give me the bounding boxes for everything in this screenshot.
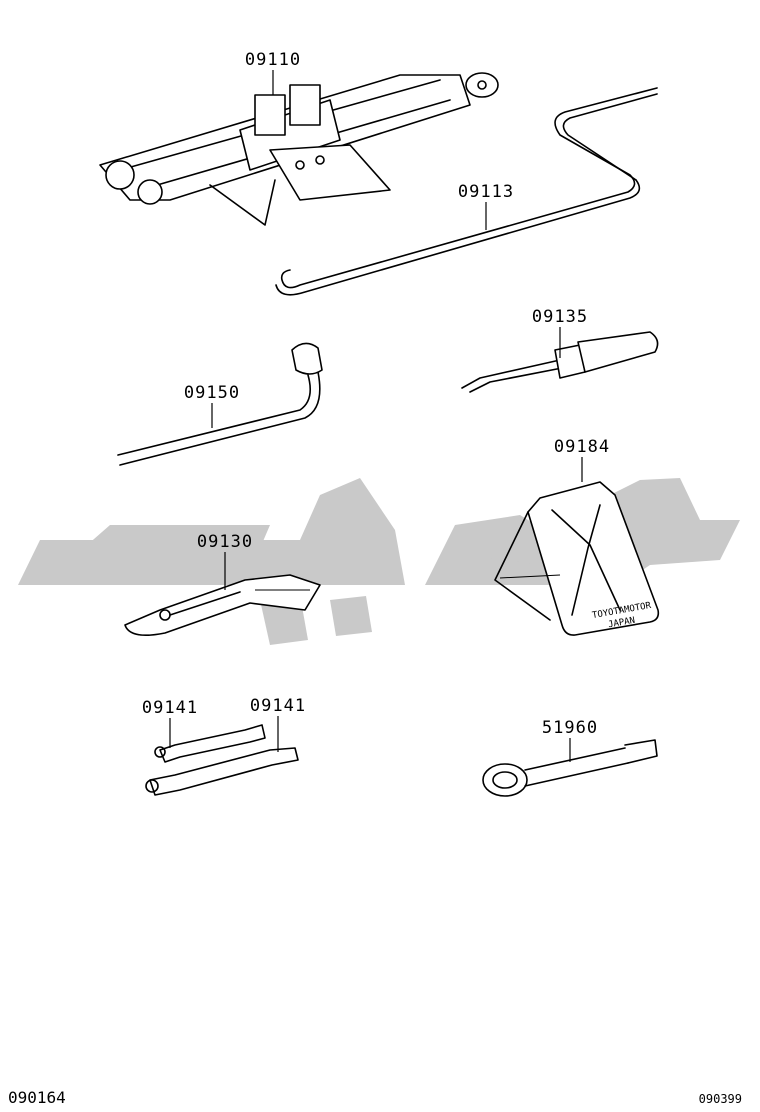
wrench-small-drawing (154, 724, 266, 763)
jack-drawing (99, 72, 499, 226)
footer-left-code: 090164 (8, 1088, 66, 1107)
label-51960: 51960 (542, 718, 598, 738)
wheel-nut-wrench-drawing (117, 342, 323, 466)
jack-handle-drawing (275, 87, 658, 296)
triangle-text-line2: JAPAN (607, 616, 635, 631)
label-09150: 09150 (184, 383, 240, 403)
label-09141-a: 09141 (142, 698, 198, 718)
label-09113: 09113 (458, 182, 514, 202)
label-09110: 09110 (245, 50, 301, 70)
label-09184: 09184 (554, 437, 610, 457)
towing-eye-drawing (482, 739, 658, 797)
label-09135: 09135 (532, 307, 588, 327)
label-09141-b: 09141 (250, 696, 306, 716)
wrench-large-drawing (145, 747, 299, 796)
pliers-drawing (124, 574, 321, 636)
screwdriver-drawing (461, 331, 659, 393)
footer-right-code: 090399 (699, 1092, 742, 1106)
label-09130: 09130 (197, 532, 253, 552)
warning-triangle-drawing (494, 481, 660, 636)
